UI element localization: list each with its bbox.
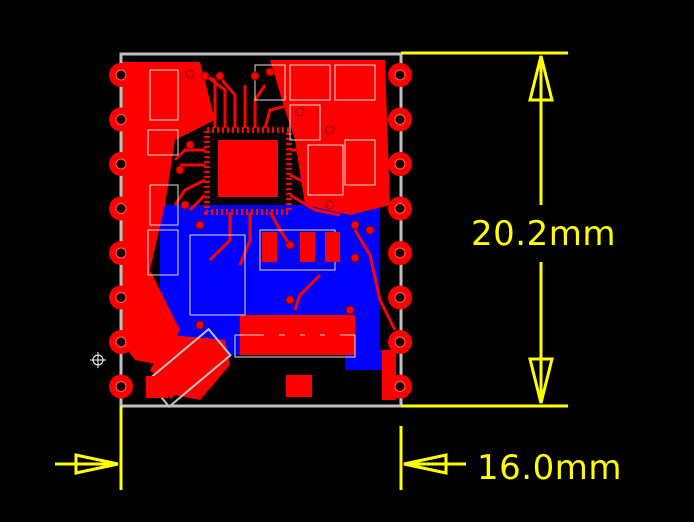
arrow-left-icon: [403, 453, 448, 475]
arrow-up-icon: [528, 55, 554, 102]
pad-hole: [115, 203, 127, 214]
pad-hole: [115, 292, 127, 303]
arrow-down-icon: [528, 357, 554, 404]
height-dimension-label: 20.2mm: [471, 214, 616, 254]
width-dimension-label: 16.0mm: [477, 448, 622, 488]
height-dimension-lines: [401, 51, 568, 408]
pad-hole: [394, 158, 406, 170]
mcu-chip: [204, 127, 292, 215]
left-castellated-pads: [109, 63, 133, 399]
smd-pads: [146, 232, 396, 400]
pad-hole: [115, 247, 127, 259]
silkscreen-outlines: [147, 64, 376, 358]
pad-hole: [115, 158, 127, 170]
pad-hole: [115, 69, 127, 81]
pad-hole: [394, 114, 406, 125]
right-castellated-pads: [388, 63, 412, 399]
pad-hole: [115, 336, 127, 348]
width-dimension-lines: [55, 406, 466, 490]
board-outline: [119, 52, 403, 408]
pad-hole: [394, 203, 406, 214]
vias: [175, 67, 375, 330]
pad-hole: [115, 381, 127, 392]
pad-hole: [394, 292, 406, 303]
pad-hole: [394, 69, 406, 81]
pad-hole: [115, 114, 127, 125]
copper-traces: [173, 68, 397, 331]
pad-hole: [394, 336, 406, 348]
pad-hole: [394, 381, 406, 392]
arrow-right-icon: [74, 453, 119, 475]
pad-hole: [394, 247, 406, 259]
origin-crosshair-icon: [90, 352, 106, 368]
